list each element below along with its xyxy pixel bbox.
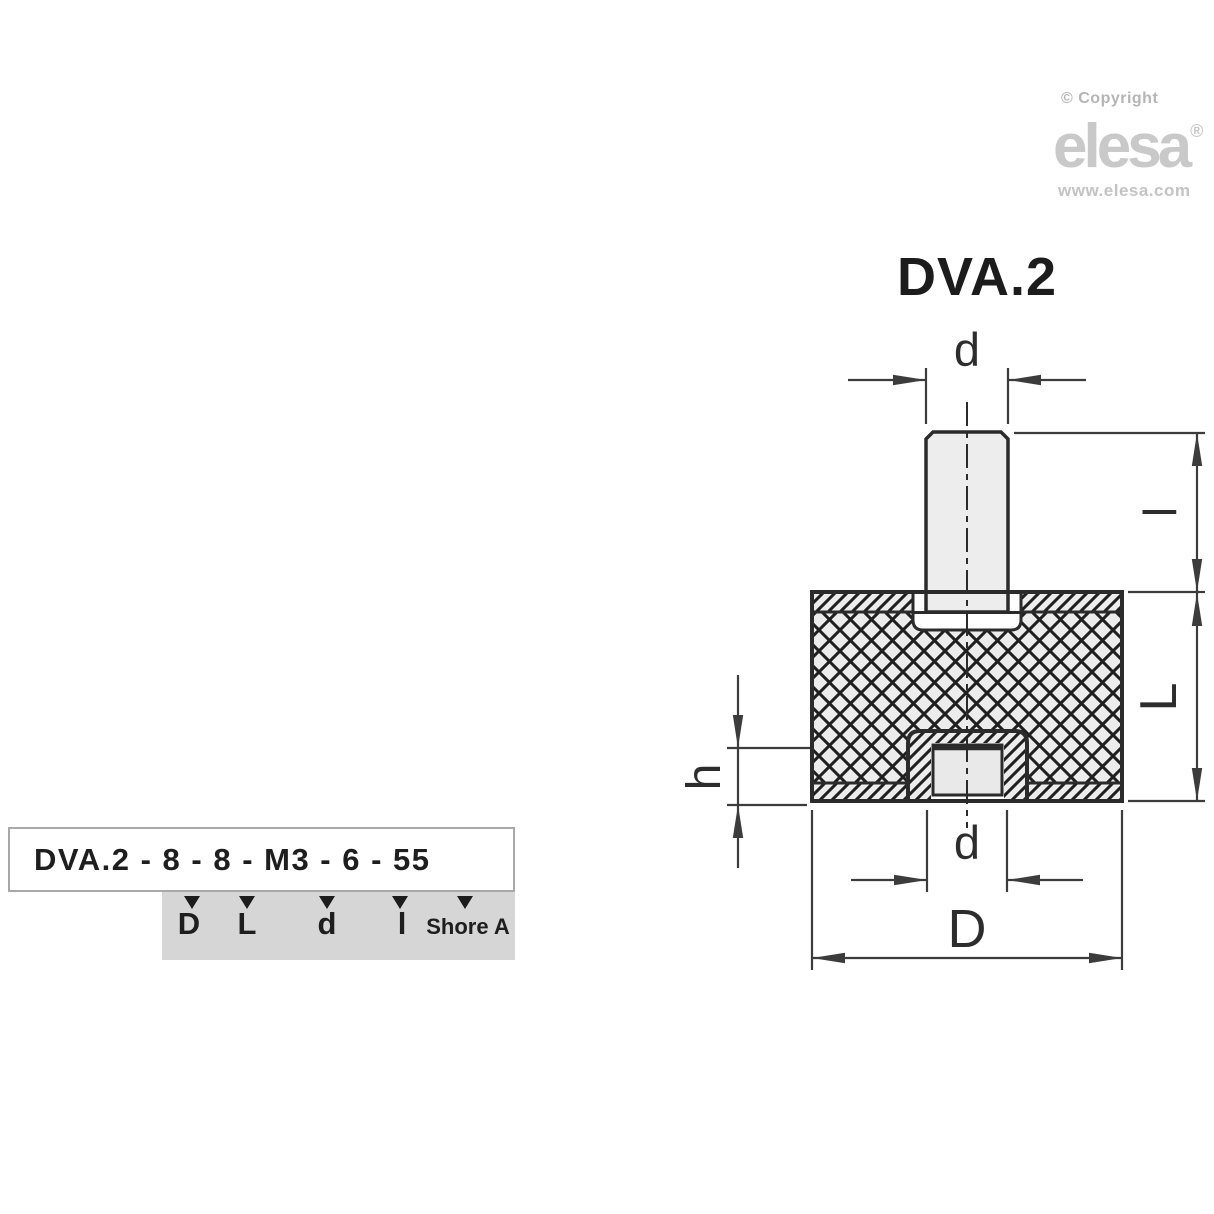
elesa-logo-text: elesa [1053, 112, 1192, 181]
dim-stud-length [1014, 431, 1205, 803]
elesa-logo: elesa® [1053, 116, 1203, 178]
order-code-box: DVA.2 - 8 - 8 - M3 - 6 - 55 [8, 827, 515, 892]
dim-insert-diameter [851, 810, 1083, 892]
arrow-down-icon [319, 896, 335, 909]
legend-hardness: Shore A [426, 914, 510, 939]
label-insert-diameter: d [954, 816, 980, 869]
bottom-plate [812, 781, 1122, 801]
legend-body-height: L [237, 906, 257, 941]
dim-stud-diameter [848, 368, 1086, 424]
legend-stud-length: l [397, 906, 407, 941]
website-url: www.elesa.com [1058, 181, 1191, 200]
damper-section-view [810, 402, 1124, 828]
arrow-down-icon [457, 896, 473, 909]
arrow-down-icon [239, 896, 255, 909]
label-insert-depth: h [678, 764, 731, 791]
registered-mark: ® [1190, 121, 1204, 141]
label-stud-length: l [1134, 507, 1186, 517]
order-code-text: DVA.2 - 8 - 8 - M3 - 6 - 55 [34, 841, 431, 877]
legend-thread: d [317, 906, 337, 941]
product-title: DVA.2 [896, 247, 1058, 307]
dim-insert-depth [727, 675, 810, 868]
label-body-diameter: D [948, 899, 987, 959]
dimensions [727, 368, 1205, 970]
dim-body-diameter [810, 810, 1124, 970]
label-stud-diameter: d [954, 323, 980, 376]
legend-body-diameter: D [177, 906, 201, 941]
label-body-height: L [1130, 683, 1188, 712]
arrow-down-icon [184, 896, 200, 909]
body-outline [810, 590, 1124, 803]
order-code-legend [162, 892, 515, 960]
copyright-text: © Copyright [1061, 90, 1159, 107]
arrow-down-icon [392, 896, 408, 909]
